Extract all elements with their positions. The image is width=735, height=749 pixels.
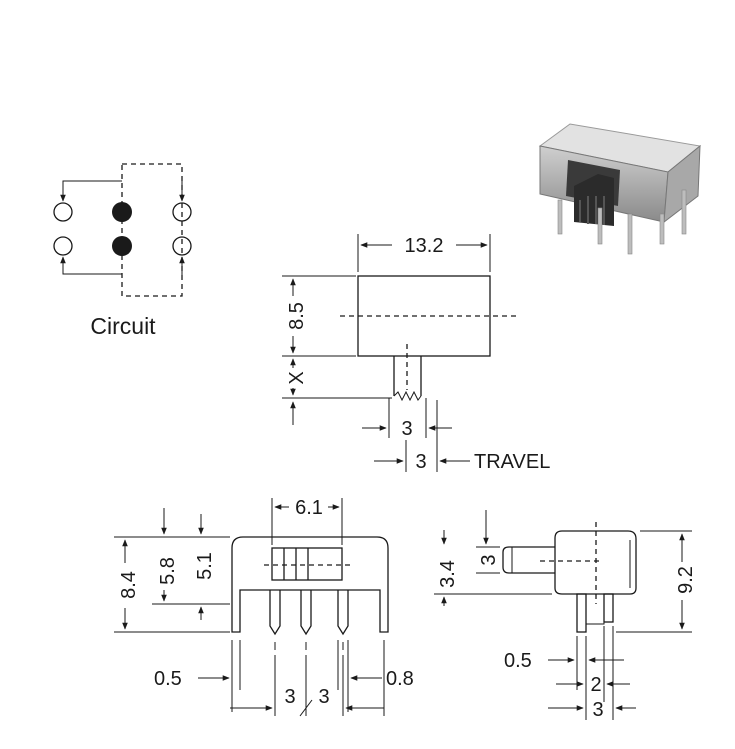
actuator-outline — [271, 547, 343, 581]
circuit-diagram: Circuit — [53, 163, 192, 339]
terminal-open — [172, 202, 192, 222]
dim-width: 13.2 — [405, 235, 444, 257]
dim-travel: 3 — [415, 451, 426, 473]
top-view: 13.2 8.5 X 3 3 TRAVEL — [282, 234, 550, 473]
switch-pin — [659, 213, 665, 245]
dim-actuator-thickness: 3 — [478, 554, 500, 565]
switch-photo — [538, 123, 702, 255]
pin — [269, 590, 281, 636]
terminal-common — [112, 236, 132, 256]
side-view: 3 3.4 9.2 0.5 2 3 — [434, 510, 697, 721]
dim-top-height: 5.8 — [157, 557, 179, 585]
dim-pitch-left: 3 — [284, 686, 295, 708]
dim-pin-width: 0.8 — [386, 668, 414, 690]
switch-pin — [557, 199, 563, 235]
dim-side-height: 9.2 — [675, 566, 697, 594]
pin — [337, 590, 349, 636]
dim-x: X — [286, 371, 308, 384]
terminal-open — [53, 202, 73, 222]
dim-side-pin-span: 3 — [592, 699, 603, 721]
circuit-label: Circuit — [90, 313, 156, 339]
dim-side-pin-gap: 2 — [590, 674, 601, 696]
dim-actuator-offset: 3.4 — [437, 560, 459, 588]
dim-side-pin-thickness: 0.5 — [504, 650, 532, 672]
terminal-common — [112, 202, 132, 222]
pin — [300, 590, 312, 636]
side-pin — [603, 593, 614, 623]
dim-tab-thickness: 0.5 — [154, 668, 182, 690]
dim-height: 8.5 — [286, 302, 308, 330]
dim-actuator-span: 6.1 — [295, 497, 323, 519]
front-view: 6.1 8.4 5.8 5.1 0.5 0.8 3 3 — [114, 497, 414, 717]
side-pin — [576, 593, 587, 633]
dim-actuator-width: 3 — [401, 418, 412, 440]
switch-pin — [597, 207, 603, 245]
switch-pin — [627, 213, 633, 255]
dim-pitch-right: 3 — [318, 686, 329, 708]
connection-line — [60, 180, 122, 202]
dim-frame-height: 5.1 — [194, 552, 216, 580]
switch-pin — [681, 189, 687, 235]
switch-frame-outline — [231, 536, 389, 633]
side-body-outline — [554, 530, 637, 595]
terminal-open — [172, 236, 192, 256]
terminal-open — [53, 236, 73, 256]
switch-side-face — [663, 144, 701, 224]
slider-outline — [121, 163, 183, 297]
travel-label: TRAVEL — [474, 451, 550, 473]
side-actuator-outline — [502, 546, 555, 574]
break-line — [393, 390, 422, 402]
connection-line — [60, 256, 122, 275]
dim-body-height: 8.4 — [118, 571, 140, 599]
